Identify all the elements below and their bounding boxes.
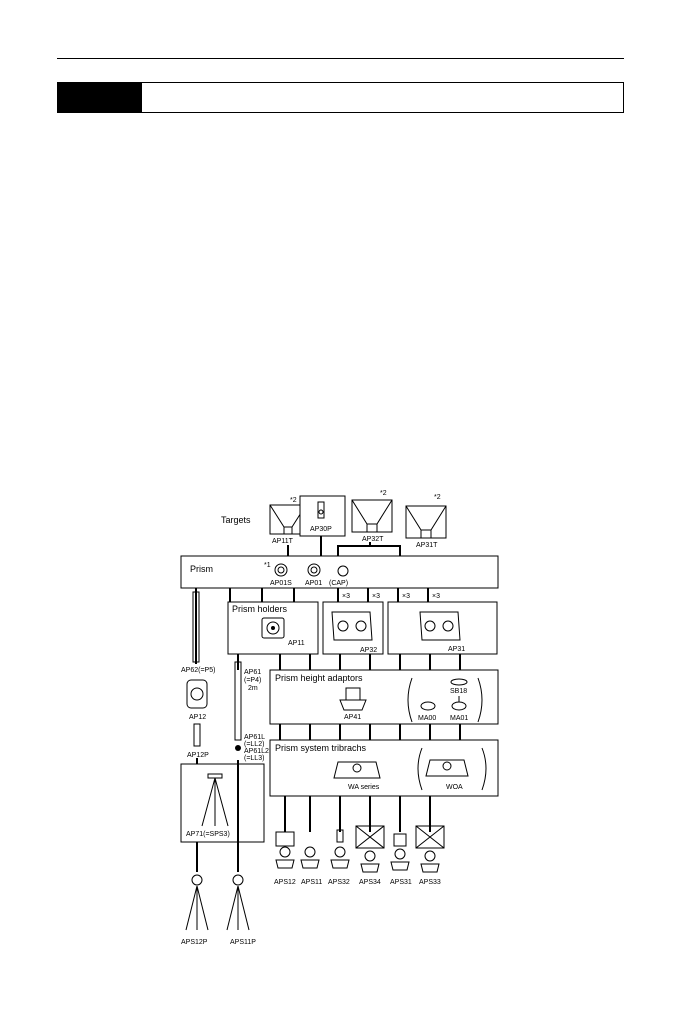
label-ap62: AP62(=P5) [181,667,215,674]
note-2-ap32t: *2 [380,490,387,497]
label-ap61l-eq: (=LL2) [244,741,264,748]
height-adaptors-label: Prism height adaptors [275,673,363,683]
section-tab [58,83,142,112]
label-aps33: APS33 [419,879,441,886]
prism-set-aps12: APS12 [274,831,296,886]
label-ap41: AP41 [344,714,361,721]
prism-set-aps32: APS32 [328,829,350,886]
label-ma01: MA01 [450,715,468,722]
note-2-ap31t: *2 [434,494,441,501]
label-ap61-len: 2m [248,685,258,692]
label-ap61: AP61 [244,669,261,676]
prism-box [180,555,499,589]
label-ap30p: AP30P [310,526,332,533]
x3-a: ×3 [342,593,350,600]
label-aps32: APS32 [328,879,350,886]
label-ap12: AP12 [189,714,206,721]
holder-ap31-icon [419,611,461,641]
label-ap61l2: AP61L2 [244,748,269,755]
adaptor-ap41-icon [339,687,367,711]
tripod-aps11p-icon [226,874,250,931]
label-ap01: AP01 [305,580,322,587]
label-ap11: AP11 [288,640,305,647]
label-aps34: APS34 [359,879,381,886]
label-ap32: AP32 [360,647,377,654]
prism-holders-label: Prism holders [232,604,288,614]
label-aps12p: APS12P [181,939,208,946]
label-ap12p: AP12P [187,752,209,759]
tribrach-wa-icon [333,761,381,779]
note-2-ap11t: *2 [290,497,297,504]
prism-set-aps11: APS11 [300,846,322,886]
prism-set-aps31: APS31 [390,833,412,886]
adaptor-ma00-icon [420,701,436,711]
holder-ap31-box [387,601,498,655]
label-ap31t: AP31T [416,542,438,549]
label-aps12: APS12 [274,879,296,886]
prism-set-aps33: APS33 [415,825,445,886]
tribrach-woa-icon [425,759,469,777]
section-header-bar [57,82,624,113]
top-rule [57,58,624,59]
label-ap31: AP31 [448,646,465,653]
label-ma00: MA00 [418,715,436,722]
targets-label: Targets [221,515,251,525]
label-ap61l2-eq: (=LL3) [244,755,264,762]
target-ap32t: *2 AP32T [351,490,393,543]
label-cap: (CAP) [329,580,348,587]
prism-label: Prism [190,564,213,574]
tripod-aps12p-icon [185,874,209,931]
bracket-left [407,677,413,723]
prism-set-aps34: APS34 [355,825,385,886]
target-ap31t: *2 AP31T [405,494,447,549]
label-ap61l: AP61L [244,734,265,741]
label-aps11: APS11 [301,879,322,886]
tribrachs-label: Prism system tribrachs [275,743,367,753]
label-sb18: SB18 [450,688,467,695]
tripod-ap71-icon [201,773,229,827]
adaptor-sb18-icon [450,678,468,686]
holder-ap11-icon [261,617,285,639]
holder-ap32-icon [331,611,373,641]
target-ap30p: AP30P [299,495,346,537]
label-woa: WOA [446,784,463,791]
label-aps11p: APS11P [230,939,256,946]
label-ap32t: AP32T [362,536,384,543]
x3-d: ×3 [432,593,440,600]
note-1-ap01s: *1 [264,562,271,569]
prism-ap01s-icon [274,563,288,577]
label-ap61-eq: (=P4) [244,677,261,684]
label-ap11t: AP11T [272,538,294,545]
x3-c: ×3 [402,593,410,600]
label-ap01s: AP01S [270,580,292,587]
holder-ap12-icon [186,679,208,709]
label-aps31: APS31 [390,879,412,886]
cap-icon [337,565,349,577]
label-wa-series: WA series [348,784,380,791]
prism-ap01-icon [307,563,321,577]
x3-b: ×3 [372,593,380,600]
tribrachs-box [269,739,499,797]
label-ap71: AP71(=SPS3) [186,831,230,838]
bracket-right [477,677,483,723]
